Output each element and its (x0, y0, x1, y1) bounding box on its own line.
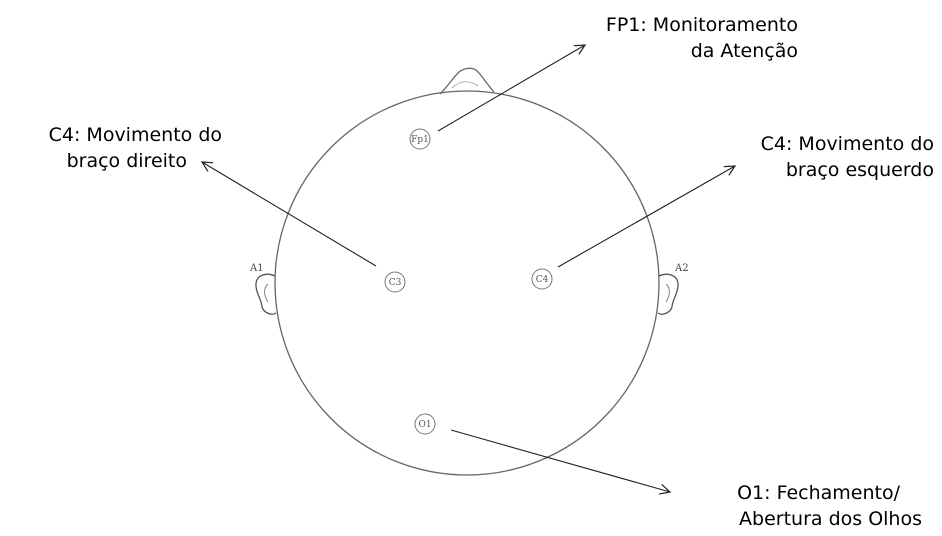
electrode-o1-label: O1 (418, 420, 431, 430)
arrow-fp1 (437, 44, 587, 132)
electrode-c3-label: C3 (389, 278, 402, 288)
annotation-c3-line2: braço direito (66, 150, 187, 172)
right-ear-icon (657, 273, 679, 315)
annotation-o1: O1: Fechamento/ Abertura dos Olhos (650, 480, 922, 532)
annotation-fp1-line2: da Atenção (690, 40, 798, 62)
annotation-c3-line1: C4: Movimento do (48, 124, 222, 146)
electrode-c3: C3 (384, 271, 406, 293)
annotation-o1-line1: O1: Fechamento/ (737, 482, 900, 504)
annotation-fp1-line1: FP1: Monitoramento (605, 14, 798, 36)
left-ear-label: A1 (249, 263, 264, 274)
right-ear-inner (665, 283, 670, 303)
nose-outline (439, 67, 495, 95)
left-ear-inner (264, 283, 269, 303)
annotation-c4: C4: Movimento do braço esquerdo (698, 131, 934, 183)
left-ear-icon (255, 273, 277, 315)
arrow-c3 (200, 161, 377, 267)
electrode-c4-label: C4 (536, 275, 549, 285)
electrode-c4: C4 (531, 268, 553, 290)
arrow-o1 (450, 429, 672, 495)
arrow-c4 (557, 165, 737, 268)
right-ear-label: A2 (674, 263, 689, 274)
annotation-c4-line1: C4: Movimento do (760, 133, 934, 155)
annotation-o1-line2: Abertura dos Olhos (739, 508, 922, 530)
annotation-fp1: FP1: Monitoramento da Atenção (548, 12, 798, 64)
electrode-o1: O1 (414, 413, 436, 435)
electrode-fp1-label: Fp1 (411, 135, 429, 145)
annotation-c3: C4: Movimento do braço direito (2, 122, 222, 174)
annotation-c4-line2: braço esquerdo (785, 159, 934, 181)
head-outline (274, 90, 660, 476)
electrode-fp1: Fp1 (409, 128, 431, 150)
nose-inner-line (451, 81, 479, 89)
